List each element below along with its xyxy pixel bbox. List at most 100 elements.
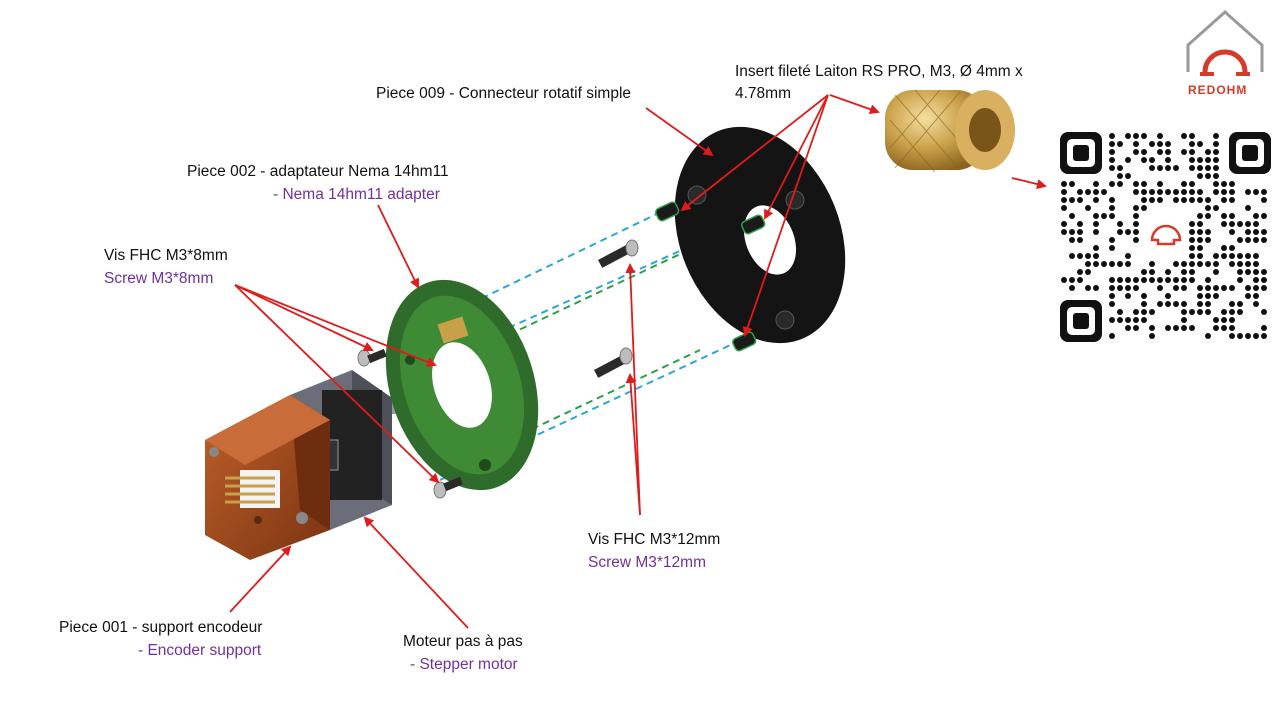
qr-module [1157,141,1163,147]
qr-module [1125,293,1131,299]
qr-module [1157,197,1163,203]
qr-module [1237,301,1243,307]
qr-module [1245,333,1251,339]
qr-module [1181,317,1187,323]
qr-module [1141,301,1147,307]
qr-module [1237,237,1243,243]
screw-m3-8-upper [357,348,387,367]
qr-module [1093,261,1099,267]
qr-module [1093,229,1099,235]
qr-module [1253,269,1259,275]
qr-module [1085,205,1091,211]
brass-threaded-insert [885,89,1015,173]
qr-module [1229,197,1235,203]
qr-module [1181,301,1187,307]
piece001-label: Piece 001 - support encodeur [59,619,263,636]
qr-module [1197,197,1203,203]
qr-module [1101,213,1107,219]
qr-module [1229,309,1235,315]
qr-module [1109,181,1115,187]
qr-module [1149,189,1155,195]
qr-module [1149,269,1155,275]
qr-module [1245,229,1251,235]
qr-module [1205,277,1211,283]
qr-module [1189,229,1195,235]
qr-code-icon [1060,132,1272,342]
qr-module [1061,221,1067,227]
qr-module [1229,229,1235,235]
qr-module [1109,301,1115,307]
qr-module [1189,157,1195,163]
callout-arrows [229,94,1047,629]
qr-module [1061,205,1067,211]
qr-module [1069,213,1075,219]
qr-module [1093,213,1099,219]
screw12-english: Screw M3*12mm [588,554,706,571]
qr-module [1229,317,1235,323]
qr-module [1229,213,1235,219]
nema-adapter [385,279,539,491]
qr-module [1197,213,1203,219]
qr-module [1197,285,1203,291]
qr-module [1261,237,1267,243]
qr-module [1133,181,1139,187]
qr-module [1133,325,1139,331]
qr-module [1085,285,1091,291]
qr-module [1261,333,1267,339]
qr-module [1181,325,1187,331]
qr-module [1093,197,1099,203]
screw-m3-12-lower [593,347,633,378]
qr-module [1173,325,1179,331]
qr-module [1197,221,1203,227]
piece002-english: - Nema 14hm11 adapter [273,186,440,203]
qr-module [1245,221,1251,227]
qr-module [1189,189,1195,195]
qr-module [1157,285,1163,291]
qr-module [1149,277,1155,283]
qr-module [1205,285,1211,291]
qr-module [1077,229,1083,235]
qr-module [1141,205,1147,211]
qr-module [1109,197,1115,203]
encoder-support [205,395,330,560]
qr-module [1189,149,1195,155]
qr-module [1229,245,1235,251]
insert-label-line2: 4.78mm [735,85,791,102]
qr-module [1061,181,1067,187]
qr-module [1197,309,1203,315]
qr-module [1173,285,1179,291]
qr-module [1117,229,1123,235]
qr-module [1069,181,1075,187]
qr-module [1189,221,1195,227]
qr-module [1125,317,1131,323]
qr-module [1205,157,1211,163]
qr-module [1085,189,1091,195]
qr-module [1101,189,1107,195]
qr-module [1149,333,1155,339]
qr-module [1165,301,1171,307]
qr-module [1197,229,1203,235]
qr-module [1189,253,1195,259]
qr-module [1253,333,1259,339]
qr-module [1117,165,1123,171]
qr-module [1205,293,1211,299]
qr-module [1261,285,1267,291]
qr-module [1157,165,1163,171]
qr-module [1205,165,1211,171]
qr-module [1077,237,1083,243]
qr-module [1165,141,1171,147]
qr-module [1069,277,1075,283]
qr-module [1229,189,1235,195]
qr-module [1069,197,1075,203]
qr-module [1245,285,1251,291]
qr-module [1221,181,1227,187]
qr-module [1117,141,1123,147]
qr-module [1229,325,1235,331]
qr-module [1261,197,1267,203]
omega-house-icon [1186,9,1264,76]
qr-module [1181,197,1187,203]
insert-label-line1: Insert fileté Laiton RS PRO, M3, Ø 4mm x [735,63,1023,80]
qr-module [1109,141,1115,147]
qr-module [1205,173,1211,179]
qr-module [1205,213,1211,219]
